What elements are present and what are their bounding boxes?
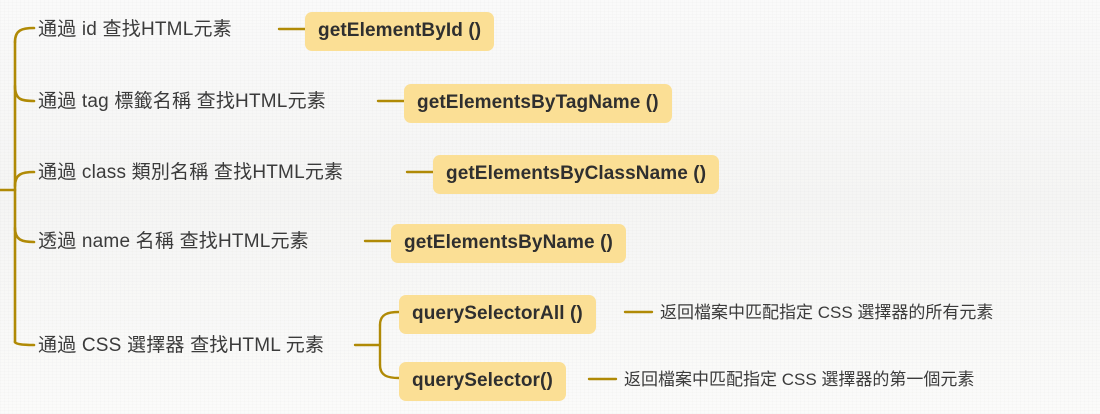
branch-label-by-tag[interactable]: 通過 tag 標籤名稱 查找HTML元素 [38,91,326,112]
branch-label-by-name[interactable]: 透過 name 名稱 查找HTML元素 [38,231,309,252]
method-pill-getElementsByTagName[interactable]: getElementsByTagName () [404,84,672,123]
branch-label-by-css-selector[interactable]: 通過 CSS 選擇器 查找HTML 元素 [38,335,325,356]
method-pill-querySelector[interactable]: querySelector() [399,362,566,401]
branch-label-by-id[interactable]: 通過 id 查找HTML元素 [38,19,232,40]
description-querySelector: 返回檔案中匹配指定 CSS 選擇器的第一個元素 [624,370,975,389]
method-pill-querySelectorAll[interactable]: querySelectorAll () [399,295,596,334]
method-pill-getElementsByName[interactable]: getElementsByName () [391,224,626,263]
branch-label-by-class[interactable]: 通過 class 類別名稱 查找HTML元素 [38,162,344,183]
description-querySelectorAll: 返回檔案中匹配指定 CSS 選擇器的所有元素 [660,303,994,322]
method-pill-getElementById[interactable]: getElementById () [305,12,495,51]
method-pill-getElementsByClassName[interactable]: getElementsByClassName () [433,155,720,194]
